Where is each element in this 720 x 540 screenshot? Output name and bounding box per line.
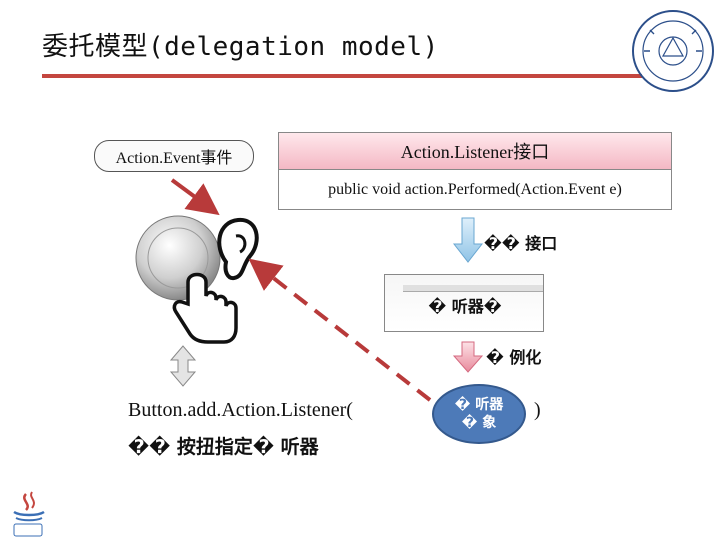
listener-class-label: � 听器�	[428, 297, 502, 316]
action-listener-interface-box: Action.Listener接口 public void action.Per…	[278, 132, 672, 210]
implement-arrow	[452, 217, 484, 263]
double-arrow-icon	[169, 345, 197, 387]
listener-box-strip	[403, 285, 543, 292]
register-listener-caption: �� 按扭指定� 听器	[128, 436, 319, 458]
instantiate-label: � 例化	[486, 348, 542, 367]
interface-method-signature: public void action.Performed(Action.Even…	[328, 180, 622, 198]
dashed-callback-arrow	[248, 258, 432, 402]
implement-interface-label: �� 接口	[484, 234, 558, 253]
closing-paren: )	[534, 399, 541, 421]
java-logo-icon	[13, 491, 45, 537]
listener-object-line2: � 象	[461, 415, 497, 431]
listener-object-line1: � 听器	[454, 397, 504, 413]
action-event-label: Action.Event事件	[94, 140, 254, 172]
title-underline	[42, 74, 642, 78]
university-seal-icon	[632, 10, 714, 92]
ear-icon	[217, 217, 259, 281]
event-arrow	[170, 178, 220, 216]
instantiate-arrow	[452, 341, 484, 373]
pointing-hand-icon	[172, 272, 238, 344]
listener-object-oval: � 听器 � 象	[432, 384, 526, 444]
interface-header: Action.Listener接口	[279, 133, 671, 170]
add-listener-code: Button.add.Action.Listener(	[128, 399, 353, 421]
listener-class-box: � 听器�	[384, 274, 544, 332]
slide-title: 委托模型(delegation model)	[42, 32, 439, 62]
